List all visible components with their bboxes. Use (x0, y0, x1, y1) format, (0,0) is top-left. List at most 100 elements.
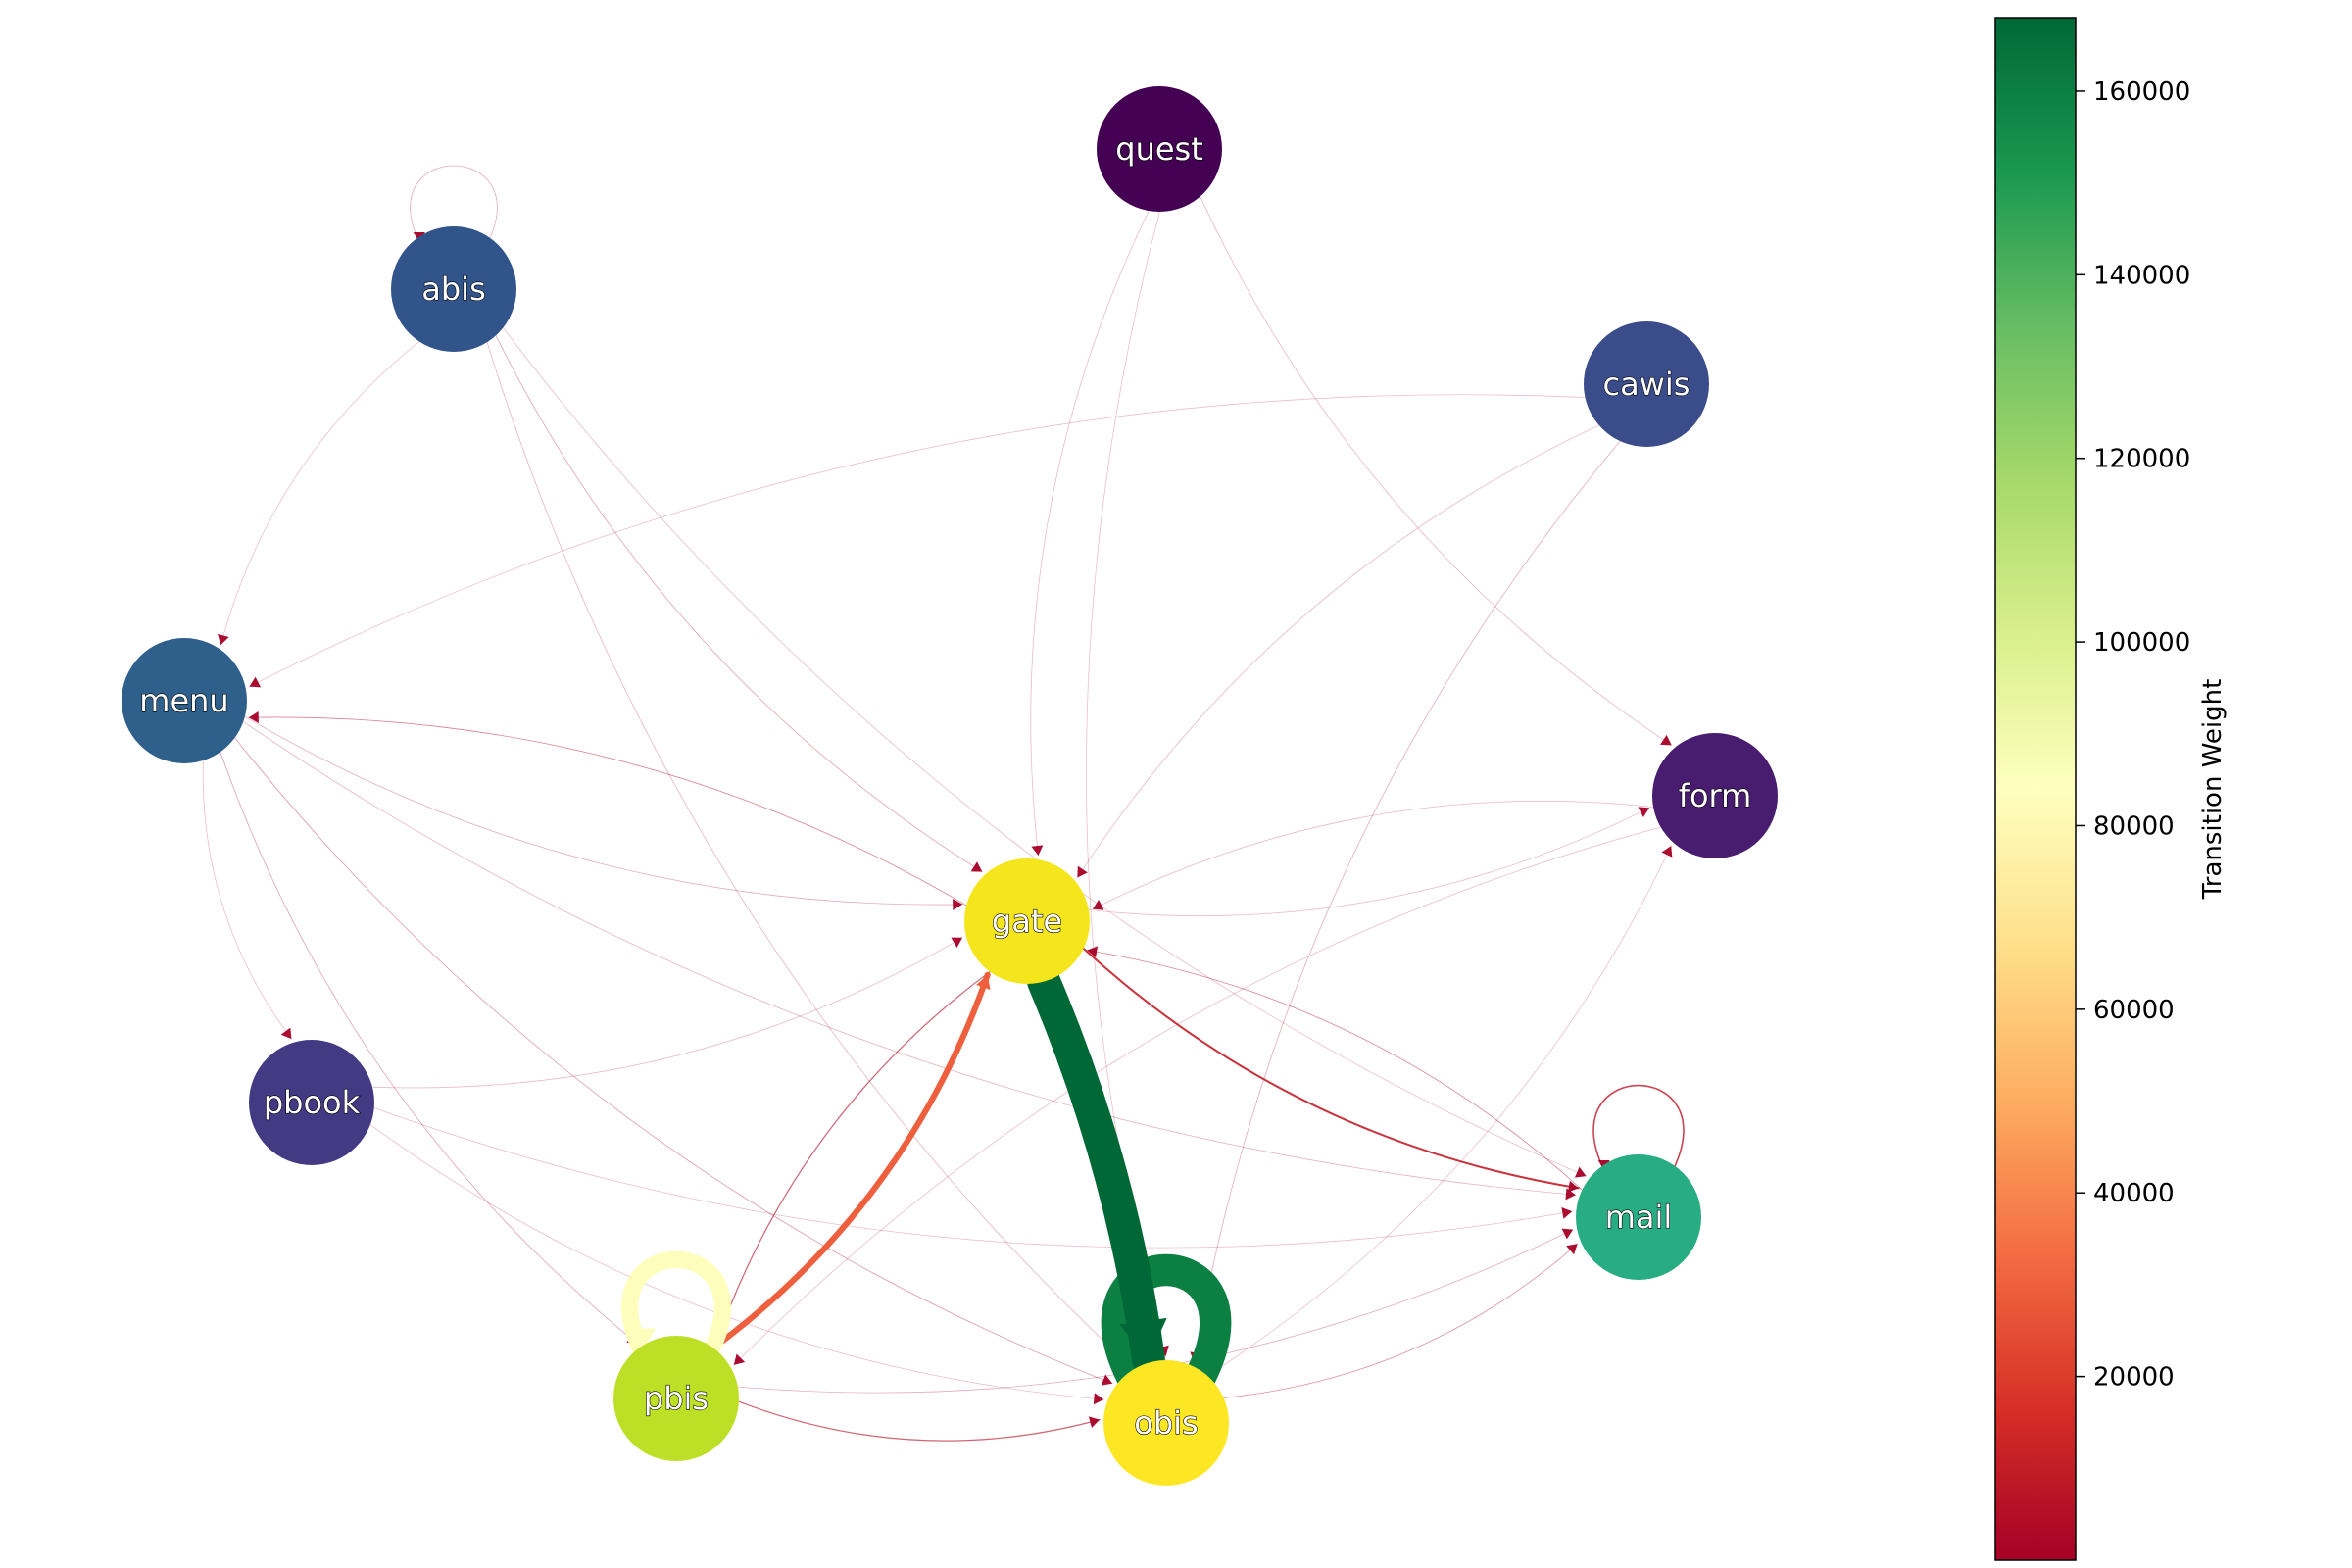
edge-arrowhead-mail-to-gate (1087, 946, 1099, 958)
edge-arrowhead-pbook-to-mail (1561, 1206, 1573, 1219)
edge-arrowhead-cawis-to-gate (1077, 865, 1088, 878)
edge-arrowhead-pbis-to-obis (1088, 1416, 1101, 1429)
node-label-form: form (1679, 777, 1752, 814)
colorbar-tick-label: 160000 (2093, 77, 2190, 107)
node-label-pbis: pbis (644, 1380, 709, 1417)
edge-form-to-pbis (733, 826, 1662, 1366)
colorbar-ticks: 20000 40000 60000 80000 100000 120000 140000 16… (2076, 77, 2190, 1393)
node-label-gate: gate (992, 903, 1062, 940)
nodes-layer: quest abis cawis menu form gate pbook mail pbis o… (122, 86, 1778, 1486)
node-circle-obis (1103, 1360, 1229, 1486)
colorbar-tick-label: 60000 (2093, 996, 2175, 1025)
node-obis[interactable]: obis (1103, 1360, 1229, 1486)
edge-menu-to-pbis (220, 751, 639, 1345)
node-pbook[interactable]: pbook (249, 1040, 374, 1165)
edge-pbis-to-obis (738, 1400, 1101, 1442)
edge-abis-to-gate (495, 335, 983, 873)
node-circle-mail (1576, 1154, 1701, 1280)
edge-arrowhead-menu-to-pbook (280, 1027, 292, 1040)
edge-arrowhead-gate-to-obis (1119, 1317, 1167, 1359)
node-circle-gate (964, 858, 1090, 984)
edge-arrowhead-pbook-to-gate (951, 937, 963, 948)
colorbar-tick-label: 20000 (2093, 1363, 2175, 1393)
colorbar-scale (1994, 17, 2077, 1561)
node-circle-quest (1097, 86, 1222, 212)
node-circle-pbook (249, 1040, 374, 1165)
edge-pbook-to-mail (373, 1107, 1573, 1249)
node-circle-form (1652, 733, 1778, 858)
edge-arrowhead-form-to-pbis (733, 1353, 746, 1365)
colorbar-tick-label: 80000 (2093, 811, 2175, 841)
edge-arrowhead-form-to-gate (1092, 899, 1104, 910)
edge-obis-to-mail (1223, 1243, 1579, 1398)
edge-gate-to-pbis (714, 970, 991, 1346)
node-label-quest: quest (1115, 130, 1203, 168)
edge-gate-to-mail (1082, 947, 1580, 1190)
node-form[interactable]: form (1652, 733, 1778, 858)
edge-menu-to-mail (242, 721, 1577, 1196)
edge-arrowhead-gate-to-mail (1567, 1180, 1579, 1193)
edge-obis-to-form (1206, 845, 1672, 1377)
edge-arrowhead-abis-to-gate (970, 861, 983, 872)
edge-arrowhead-obis-to-form (1661, 846, 1673, 858)
edge-gate-to-menu (248, 716, 967, 906)
node-label-abis: abis (421, 270, 485, 308)
edge-pbis-to-pbis (621, 1250, 731, 1360)
colorbar-tick-label: 140000 (2093, 261, 2190, 290)
edge-arrowhead-abis-to-mail (1574, 1166, 1587, 1178)
edge-mail-to-gate (1086, 950, 1583, 1191)
node-circle-menu (122, 638, 247, 763)
node-circle-abis (391, 226, 516, 352)
edge-cawis-to-obis (1194, 440, 1621, 1363)
node-label-mail: mail (1605, 1199, 1673, 1236)
edge-cawis-to-gate (1076, 424, 1600, 878)
edge-arrowhead-cawis-to-menu (249, 676, 262, 688)
node-circle-cawis (1584, 321, 1709, 447)
edges-layer (202, 165, 1685, 1442)
edge-pbook-to-gate (371, 937, 963, 1089)
edge-quest-to-form (1200, 196, 1673, 746)
colorbar-tick-label: 40000 (2093, 1179, 2175, 1208)
edge-gate-to-form (1088, 807, 1650, 917)
node-circle-pbis (613, 1336, 739, 1461)
colorbar-tick-label: 100000 (2093, 628, 2190, 658)
edge-arrowhead-menu-to-gate (953, 898, 963, 910)
edge-mail-to-mail (1592, 1084, 1685, 1171)
edge-obis-to-obis (1101, 1253, 1232, 1393)
colorbar-tick-label: 120000 (2093, 445, 2190, 474)
colorbar: 20000 40000 60000 80000 100000 120000 140000 16… (1994, 17, 2228, 1561)
edge-form-to-gate (1092, 800, 1654, 910)
node-quest[interactable]: quest (1097, 86, 1222, 212)
edge-gate-to-obis (1027, 964, 1165, 1376)
node-mail[interactable]: mail (1576, 1154, 1701, 1280)
node-label-obis: obis (1134, 1404, 1198, 1442)
edge-arrowhead-pbis-to-gate (976, 974, 991, 991)
edge-arrowhead-menu-to-mail (1565, 1188, 1576, 1200)
edge-menu-to-pbook (202, 760, 292, 1040)
node-label-pbook: pbook (264, 1084, 361, 1121)
node-abis[interactable]: abis (391, 226, 516, 352)
node-pbis[interactable]: pbis (613, 1336, 739, 1461)
node-label-cawis: cawis (1603, 366, 1690, 403)
edge-arrowhead-pbook-to-obis (1093, 1393, 1104, 1405)
node-cawis[interactable]: cawis (1584, 321, 1709, 447)
edge-menu-to-obis (234, 737, 1113, 1385)
colorbar-title: Transition Weight (2198, 679, 2228, 901)
edge-arrowhead-quest-to-gate (1031, 845, 1044, 856)
node-gate[interactable]: gate (964, 858, 1090, 984)
edge-arrowhead-gate-to-menu (248, 711, 259, 724)
edge-arrowhead-menu-to-obis (1101, 1374, 1113, 1386)
edge-arrowhead-obis-to-mail (1566, 1244, 1578, 1255)
edge-cawis-to-menu (249, 394, 1586, 688)
edge-arrowhead-abis-to-menu (218, 633, 229, 646)
edge-abis-to-mail (502, 327, 1587, 1177)
edge-menu-to-gate (244, 715, 963, 906)
edge-pbis-to-gate (710, 971, 991, 1351)
edge-quest-to-gate (1030, 210, 1150, 857)
edge-abis-to-obis (486, 341, 1132, 1367)
edge-arrowhead-gate-to-form (1638, 807, 1650, 818)
edge-arrowhead-quest-to-form (1660, 734, 1672, 746)
node-menu[interactable]: menu (122, 638, 247, 763)
edge-arrowhead-pbis-to-pbis (627, 1328, 657, 1351)
